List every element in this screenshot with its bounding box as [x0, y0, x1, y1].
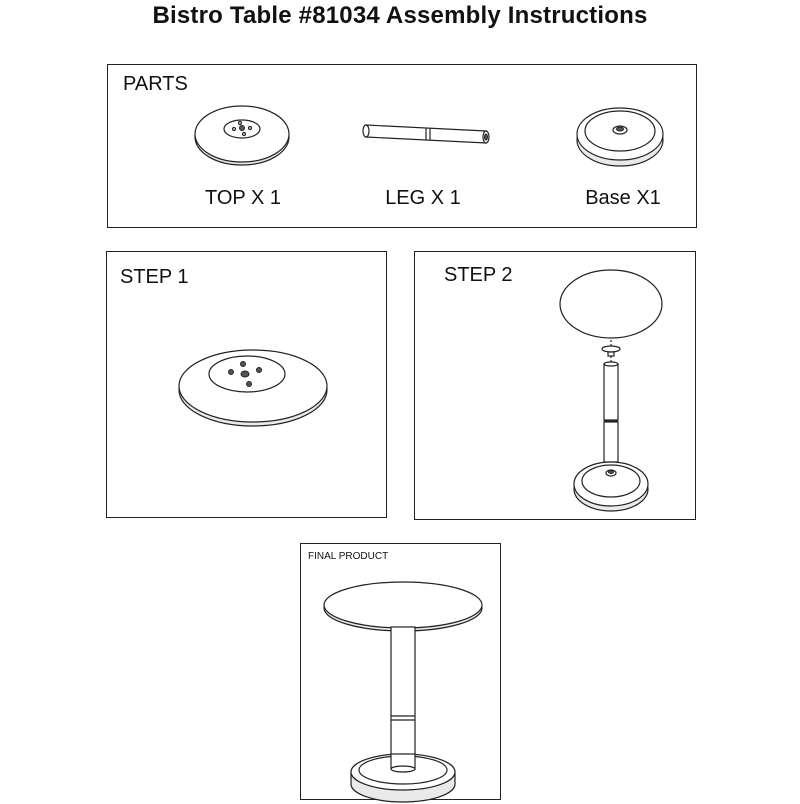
table-top-underside-illustration — [178, 349, 328, 427]
final-product-panel: FINAL PRODUCT — [300, 543, 501, 803]
step2-heading: STEP 2 — [444, 264, 513, 286]
final-product-heading: FINAL PRODUCT — [308, 551, 389, 562]
table-leg-icon — [362, 124, 490, 144]
part-label-base: Base X1 — [585, 187, 661, 209]
step2-panel: STEP 2 — [414, 251, 696, 520]
document-title: Bistro Table #81034 Assembly Instruction… — [152, 2, 648, 29]
table-base-icon — [576, 107, 664, 167]
part-label-top: TOP X 1 — [205, 187, 281, 209]
parts-panel: PARTS TOP X 1 LEG X 1 Base X1 — [107, 64, 697, 228]
step1-panel: STEP 1 — [106, 251, 387, 518]
assembled-table-illustration — [323, 581, 483, 803]
part-label-leg: LEG X 1 — [385, 187, 461, 209]
parts-heading: PARTS — [123, 73, 188, 95]
table-top-icon — [194, 105, 290, 166]
exploded-assembly-illustration — [559, 269, 663, 512]
step1-heading: STEP 1 — [120, 266, 189, 288]
